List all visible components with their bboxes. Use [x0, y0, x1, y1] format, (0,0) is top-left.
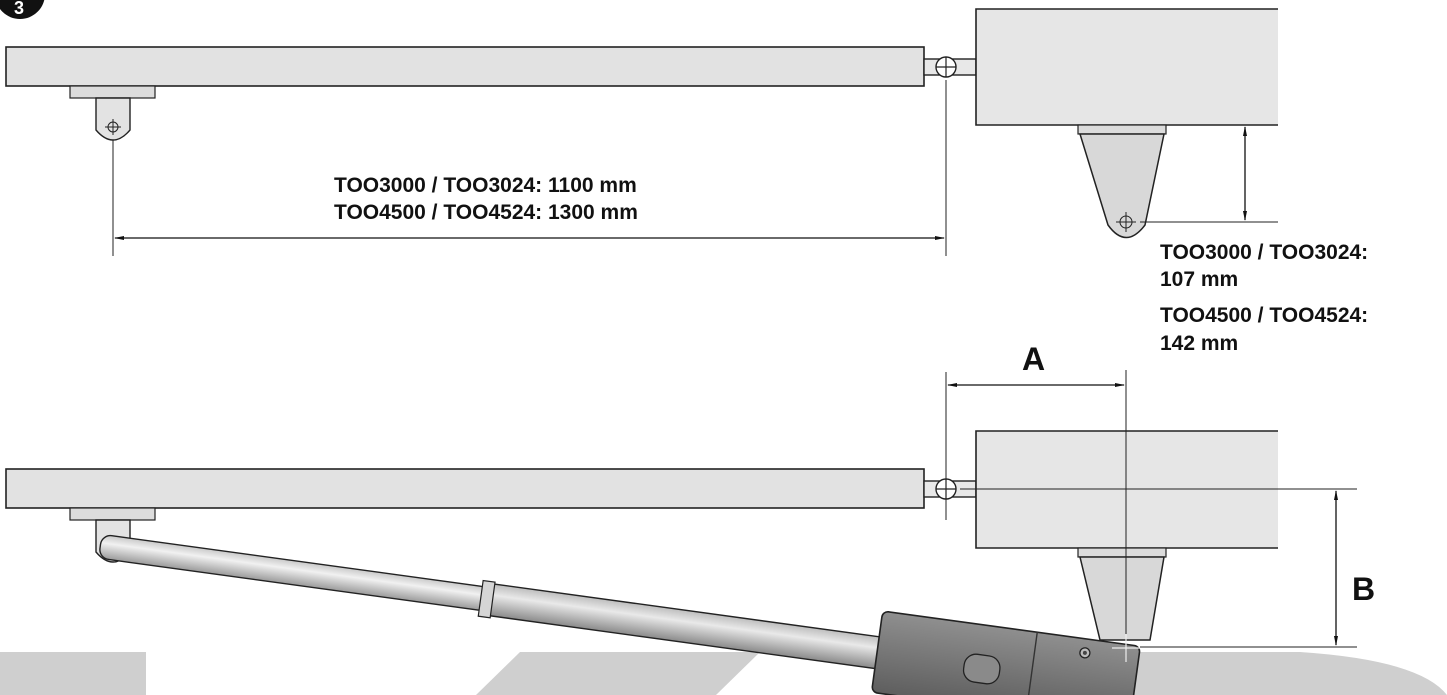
background-shapes	[0, 652, 1447, 695]
step-number: 3	[14, 0, 24, 18]
step-badge: 3	[0, 0, 45, 19]
gate-leaf-bottom	[5, 468, 925, 509]
bottom-view	[5, 370, 1357, 695]
rear-bracket-bottom	[1077, 547, 1167, 641]
rear-bracket-top	[1077, 124, 1167, 239]
gate-leaf-top	[5, 46, 925, 87]
actuator	[99, 534, 1141, 695]
front-bracket-top	[69, 85, 156, 141]
offset-label-line1: TOO3000 / TOO3024:	[1160, 241, 1368, 264]
distance-label-line2: TOO4500 / TOO4524: 1300 mm	[334, 201, 638, 224]
top-view	[5, 8, 1278, 256]
hinge-top	[923, 56, 977, 78]
dimension-a-label: A	[1022, 341, 1045, 377]
offset-label-line4: 142 mm	[1160, 332, 1238, 355]
dimension-b-label: B	[1352, 571, 1375, 607]
actuator-motor	[871, 610, 1141, 695]
pillar-top	[975, 8, 1278, 126]
distance-label-line1: TOO3000 / TOO3024: 1100 mm	[334, 174, 637, 197]
offset-label-line2: 107 mm	[1160, 268, 1238, 291]
offset-label-line3: TOO4500 / TOO4524:	[1160, 304, 1368, 327]
actuator-rod	[99, 534, 490, 611]
